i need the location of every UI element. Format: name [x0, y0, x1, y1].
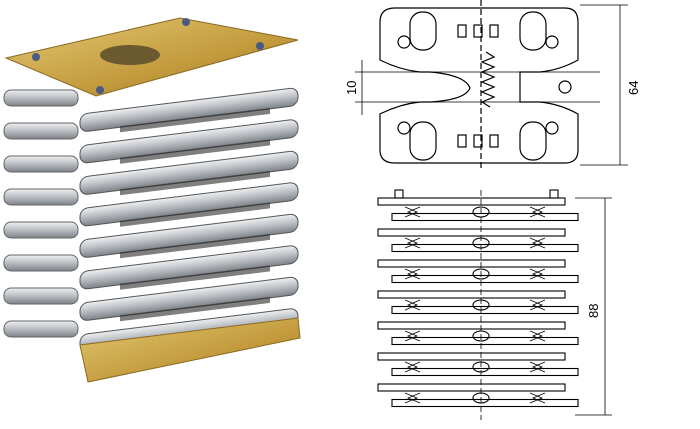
back-plate: [3, 188, 79, 206]
contact-mark: [404, 268, 546, 280]
plate-gap: [120, 107, 270, 133]
back-plate: [3, 89, 79, 107]
bottom-brass-plate: [79, 317, 301, 383]
side-plate: [377, 352, 566, 361]
side-plate: [391, 243, 579, 253]
back-plate: [3, 287, 79, 305]
side-plate: [377, 383, 566, 392]
contact-mark: [404, 299, 546, 311]
silver-plate-stack: [3, 87, 299, 353]
contact-mark: [404, 361, 546, 373]
plate-gap: [120, 202, 270, 227]
contact-ring: [472, 206, 490, 218]
plate-gap: [120, 265, 270, 290]
top-view-drawing: [355, 0, 628, 170]
screw-icon: [397, 35, 411, 49]
contact-mark: [404, 237, 546, 249]
contact-ring: [472, 330, 490, 342]
contact-ring: [472, 392, 490, 404]
spring: [480, 51, 496, 108]
side-plate: [391, 367, 579, 377]
plate-gap: [120, 296, 270, 322]
contact-mark: [404, 392, 546, 404]
side-plate: [391, 398, 579, 408]
back-plate: [3, 122, 79, 140]
contact-ring: [472, 361, 490, 373]
dim-gap-label: 10: [344, 81, 359, 95]
product-photo: [3, 17, 301, 383]
contact-ring: [472, 299, 490, 311]
side-plate: [391, 212, 579, 222]
side-plate: [391, 305, 579, 315]
side-plate: [391, 274, 579, 284]
back-plate: [3, 320, 79, 338]
contact-ring: [472, 268, 490, 280]
back-plate: [3, 221, 79, 239]
screw-head: [549, 189, 559, 199]
side-plate: [377, 228, 566, 237]
plate-cutout: [100, 45, 160, 65]
screw-icon: [182, 18, 190, 26]
screw-icon: [96, 86, 104, 94]
back-plate: [3, 155, 79, 173]
side-plate: [377, 259, 566, 268]
side-view-drawing: [377, 189, 612, 420]
back-plate: [3, 254, 79, 272]
side-plate: [391, 336, 579, 346]
side-plate: [377, 290, 566, 299]
dim-stack-height-label: 88: [586, 304, 601, 318]
side-plate: [377, 197, 566, 206]
plate-gap: [120, 139, 270, 164]
contact-mark: [404, 330, 546, 342]
contact-ring: [472, 237, 490, 249]
plate-gap: [120, 170, 270, 196]
screw-icon: [256, 42, 264, 50]
contact-mark: [404, 206, 546, 218]
screw-icon: [32, 53, 40, 61]
plate-gap: [120, 233, 270, 259]
side-plate: [377, 321, 566, 330]
screw-head: [394, 189, 404, 199]
dim-height-label: 64: [626, 81, 641, 95]
